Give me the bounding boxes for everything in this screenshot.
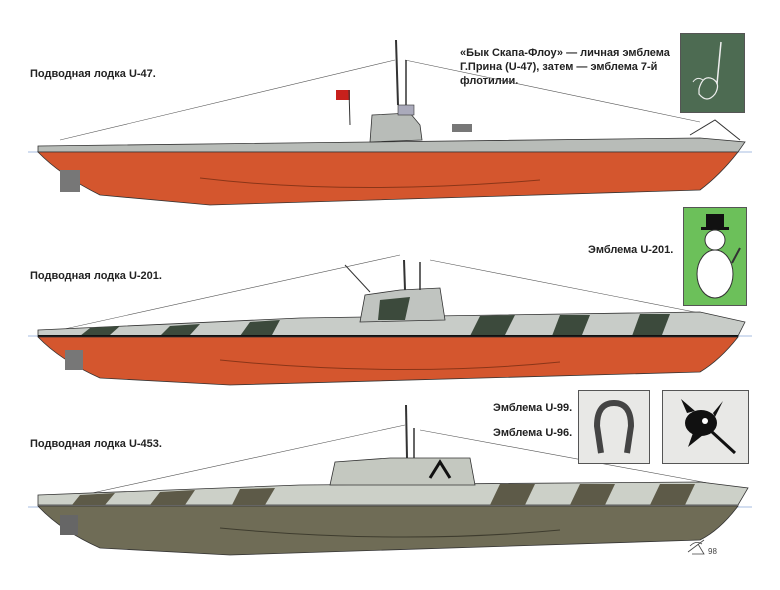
emblem-scapa-flow-bull [680,33,745,113]
bull-emblem-icon [692,41,722,100]
emblem-caption-u96: Эмблема U-96. [493,427,573,439]
emblem-u201-snowman [683,207,747,306]
emblem-u99-horseshoe [578,390,650,464]
emblem-caption-u47: «Бык Скапа-Флоу» — личная эмблема Г.Прин… [460,47,670,87]
snowman-emblem-icon [696,214,741,299]
boat-label-u201: Подводная лодка U-201. [30,270,162,282]
emblem-u96-sawfish [662,390,749,464]
horseshoe-emblem-icon [593,399,635,454]
submarine-u453 [37,404,749,556]
emblem-caption-u99: Эмблема U-99. [493,402,573,414]
signature-year: 98 [708,547,717,556]
submarine-u201 [37,254,746,386]
signature-mark-icon [687,539,705,555]
artist-signature: 98 [686,538,717,561]
boat-label-u453: Подводная лодка U-453. [30,438,162,450]
submarine-u47 [37,39,746,206]
emblem-caption-u201: Эмблема U-201. [588,244,674,256]
sawfish-emblem-icon [681,399,737,455]
boat-label-u47: Подводная лодка U-47. [30,68,156,80]
